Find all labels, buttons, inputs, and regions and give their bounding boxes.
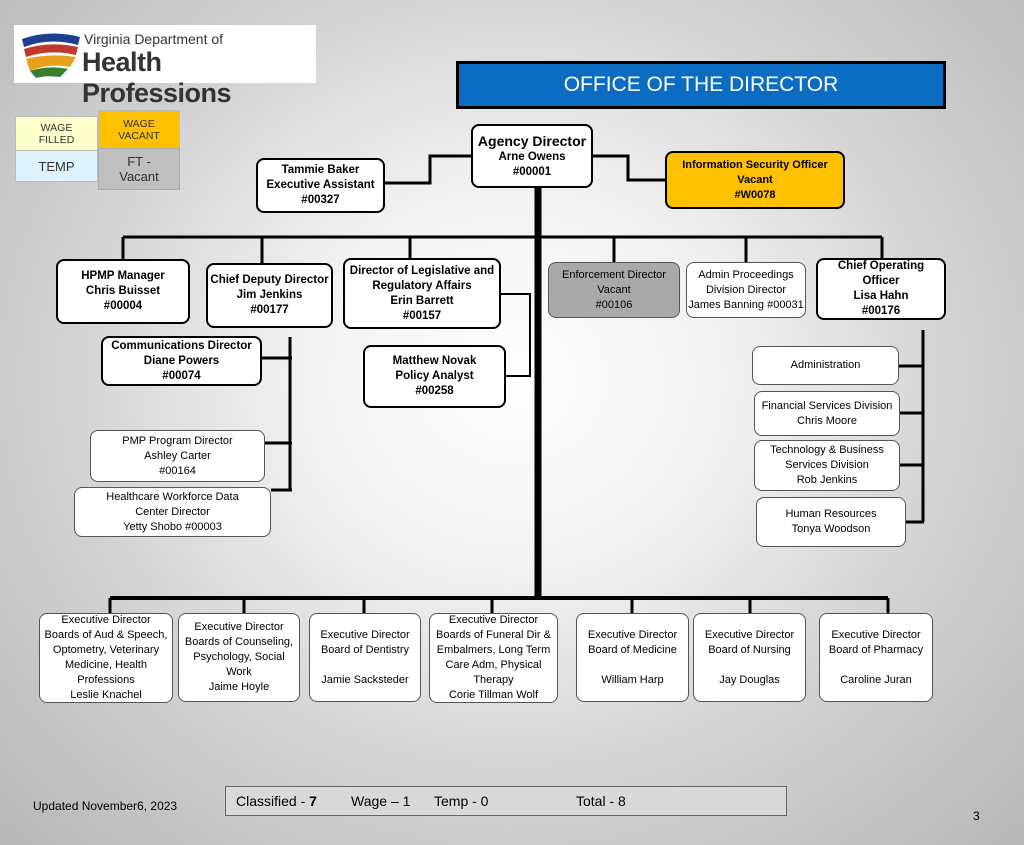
financial-services-text: Financial Services Division Chris Moore — [761, 399, 893, 427]
exec-assistant-text: Tammie Baker Executive Assistant #00327 — [266, 164, 375, 206]
hpmp-manager-text: HPMP Manager Chris Buisset #00004 — [81, 270, 165, 312]
chief-deputy-text: Chief Deputy Director Jim Jenkins #00177 — [210, 274, 329, 316]
page-number: 3 — [973, 809, 980, 823]
chief-deputy-box: Chief Deputy Director Jim Jenkins #00177 — [206, 263, 333, 328]
logo-line-1: Virginia Department of — [84, 31, 224, 47]
summary-temp: Temp - 0 — [434, 793, 489, 809]
exec-director-dentistry-text: Executive Director Board of Dentistry Ja… — [320, 628, 410, 686]
workforce-director-text: Healthcare Workforce Data Center Directo… — [106, 490, 239, 533]
info-security-box: Information Security Officer Vacant #W00… — [665, 151, 845, 209]
communications-director-box: Communications Director Diane Powers #00… — [101, 336, 262, 386]
workforce-director-box: Healthcare Workforce Data Center Directo… — [74, 487, 271, 537]
technology-services-box: Technology & Business Services Division … — [754, 440, 900, 491]
agency-director-name: Arne Owens — [498, 150, 566, 163]
logo-swoosh-icon — [22, 33, 80, 78]
exec-director-pharmacy-box: Executive Director Board of Pharmacy Car… — [819, 613, 933, 702]
legislative-director-box: Director of Legislative and Regulatory A… — [343, 258, 501, 329]
policy-analyst-box: Matthew Novak Policy Analyst #00258 — [363, 345, 506, 408]
pmp-director-text: PMP Program Director Ashley Carter #0016… — [122, 434, 233, 477]
legend-ft-vacant: FT - Vacant — [98, 148, 180, 190]
coo-box: Chief Operating Officer Lisa Hahn #00176 — [816, 258, 946, 320]
connector-iso — [593, 154, 665, 182]
legend: WAGE FILLED WAGE VACANT TEMP FT - Vacant — [15, 110, 180, 190]
exec-director-medicine-text: Executive Director Board of Medicine Wil… — [587, 628, 678, 686]
exec-director-counseling-text: Executive Director Boards of Counseling,… — [184, 621, 294, 693]
position-summary: Classified - 7 Wage – 1 Temp - 0 Total -… — [225, 786, 787, 816]
legend-temp: TEMP — [15, 150, 98, 182]
agency-director-id: #00001 — [512, 165, 552, 178]
page-title: OFFICE OF THE DIRECTOR — [456, 61, 946, 109]
admin-proceedings-box: Admin Proceedings Division Director Jame… — [686, 262, 806, 318]
hpmp-manager-box: HPMP Manager Chris Buisset #00004 — [56, 259, 190, 324]
exec-assistant-box: Tammie Baker Executive Assistant #00327 — [256, 158, 385, 213]
administration-text: Administration — [790, 359, 861, 371]
human-resources-box: Human Resources Tonya Woodson — [756, 497, 906, 547]
legend-wage-filled: WAGE FILLED — [15, 116, 98, 152]
page-title-text: OFFICE OF THE DIRECTOR — [563, 73, 839, 96]
exec-director-medicine-box: Executive Director Board of Medicine Wil… — [576, 613, 689, 702]
exec-director-aud-text: Executive Director Boards of Aud & Speec… — [44, 614, 168, 701]
info-security-text: Information Security Officer Vacant #W00… — [682, 158, 828, 201]
enforcement-director-box: Enforcement Director Vacant #00106 — [548, 262, 680, 318]
exec-director-aud-box: Executive Director Boards of Aud & Speec… — [39, 613, 173, 703]
logo-line-2: Health Professions — [82, 47, 232, 108]
agency-logo: Virginia Department of Health Profession… — [14, 25, 316, 108]
summary-wage: Wage – 1 — [351, 793, 411, 809]
connector-assistant — [385, 154, 471, 185]
summary-classified: Classified - 7 — [236, 793, 317, 809]
agency-director-box: Agency Director Arne Owens #00001 — [471, 124, 593, 188]
exec-director-funeral-box: Executive Director Boards of Funeral Dir… — [429, 613, 558, 703]
updated-date: Updated November6, 2023 — [33, 799, 178, 813]
coo-text: Chief Operating Officer Lisa Hahn #00176 — [837, 260, 925, 317]
administration-box: Administration — [752, 346, 899, 385]
human-resources-text: Human Resources Tonya Woodson — [785, 508, 877, 535]
connector-policy — [501, 293, 531, 377]
technology-services-text: Technology & Business Services Division … — [770, 444, 884, 486]
exec-director-funeral-text: Executive Director Boards of Funeral Dir… — [436, 614, 551, 701]
agency-director-title: Agency Director — [477, 132, 587, 149]
enforcement-director-text: Enforcement Director Vacant #00106 — [562, 268, 666, 311]
summary-total: Total - 8 — [576, 793, 626, 809]
policy-analyst-text: Matthew Novak Policy Analyst #00258 — [392, 355, 477, 397]
summary-classified-label: Classified - — [236, 793, 310, 809]
communications-director-text: Communications Director Diane Powers #00… — [111, 339, 252, 382]
exec-director-nursing-text: Executive Director Board of Nursing Jay … — [704, 628, 795, 686]
exec-director-nursing-box: Executive Director Board of Nursing Jay … — [693, 613, 806, 702]
summary-classified-value: 7 — [309, 793, 317, 809]
exec-director-pharmacy-text: Executive Director Board of Pharmacy Car… — [828, 628, 924, 686]
admin-proceedings-text: Admin Proceedings Division Director Jame… — [688, 268, 804, 311]
pmp-director-box: PMP Program Director Ashley Carter #0016… — [90, 430, 265, 482]
legislative-director-text: Director of Legislative and Regulatory A… — [349, 264, 495, 322]
financial-services-box: Financial Services Division Chris Moore — [754, 391, 900, 436]
exec-director-counseling-box: Executive Director Boards of Counseling,… — [178, 613, 300, 702]
exec-director-dentistry-box: Executive Director Board of Dentistry Ja… — [309, 613, 421, 702]
